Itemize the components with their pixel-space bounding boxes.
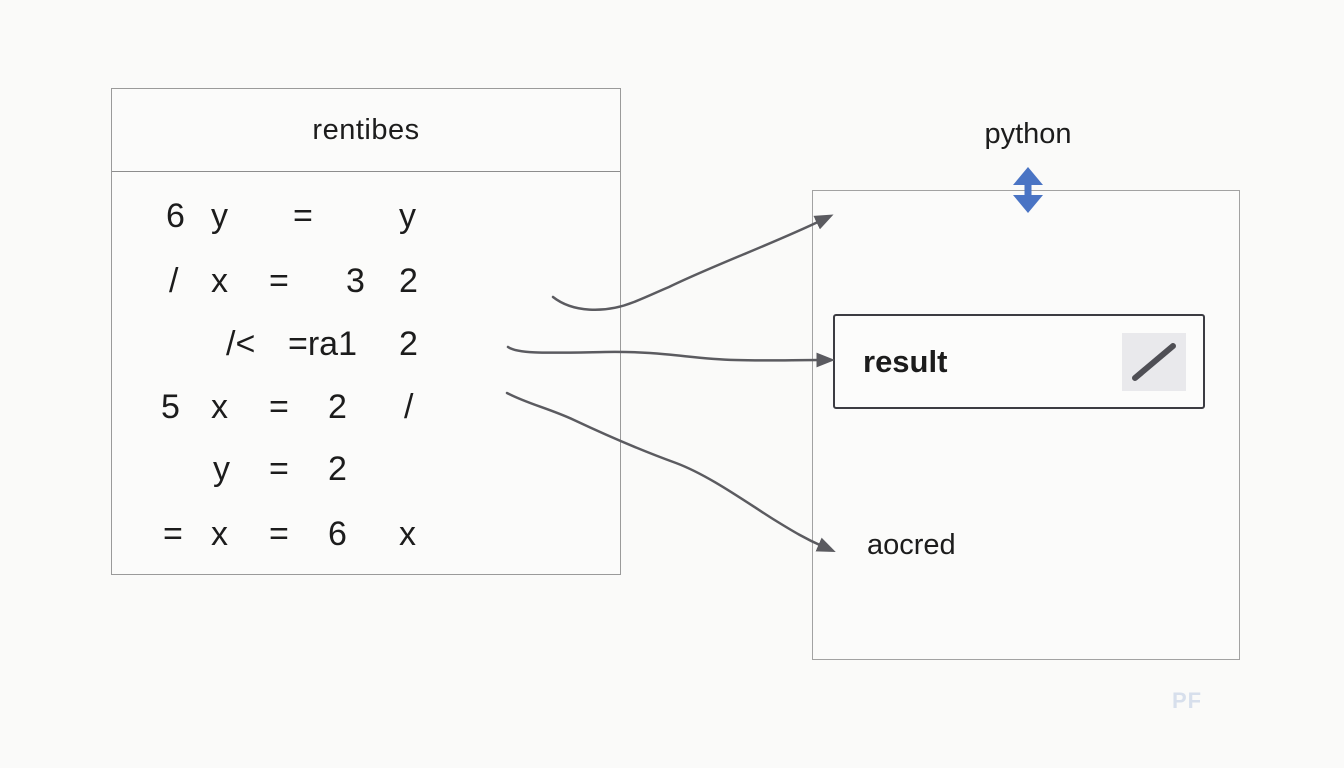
table-cell: /< bbox=[226, 325, 256, 363]
table-title: rentibes bbox=[112, 89, 620, 172]
table-cell: y bbox=[213, 450, 230, 488]
table-cell: y bbox=[211, 197, 228, 235]
table-cell: 6 bbox=[328, 515, 347, 553]
double-arrow-icon bbox=[1013, 167, 1043, 213]
table-cell: / bbox=[169, 262, 179, 300]
table-cell: x bbox=[399, 515, 416, 553]
table-cell: = bbox=[293, 197, 313, 235]
table-cell: y bbox=[399, 197, 416, 235]
table-cell: 5 bbox=[161, 388, 180, 426]
table-row: y = 2 bbox=[112, 438, 620, 500]
watermark: PF bbox=[1172, 688, 1203, 713]
table-cell: 2 bbox=[399, 262, 418, 300]
table-cell: 2 bbox=[328, 388, 347, 426]
table-cell: 2 bbox=[399, 325, 418, 363]
table-cell: = bbox=[269, 262, 289, 300]
table-cell: 6 bbox=[166, 197, 185, 235]
python-panel: result aocred bbox=[812, 190, 1240, 660]
table-cell: 3 bbox=[346, 262, 365, 300]
table-cell: / bbox=[404, 388, 414, 426]
table-cell: x bbox=[211, 515, 228, 553]
python-label: python bbox=[984, 118, 1072, 150]
aocred-label: aocred bbox=[867, 529, 956, 561]
table-row: /< =ra1 2 bbox=[112, 313, 620, 375]
table-cell: x bbox=[211, 388, 228, 426]
table-cell: = bbox=[269, 450, 289, 488]
table-cell: = bbox=[269, 388, 289, 426]
table-row: = x = 6 x bbox=[112, 503, 620, 565]
table-cell: x bbox=[211, 262, 228, 300]
table-cell: = bbox=[269, 515, 289, 553]
result-box[interactable]: result bbox=[833, 314, 1205, 409]
slash-icon[interactable] bbox=[1122, 332, 1186, 391]
table-cell: = bbox=[163, 515, 183, 553]
result-label: result bbox=[863, 343, 948, 379]
table-cell: =ra1 bbox=[288, 325, 357, 363]
table-cell: 2 bbox=[328, 450, 347, 488]
